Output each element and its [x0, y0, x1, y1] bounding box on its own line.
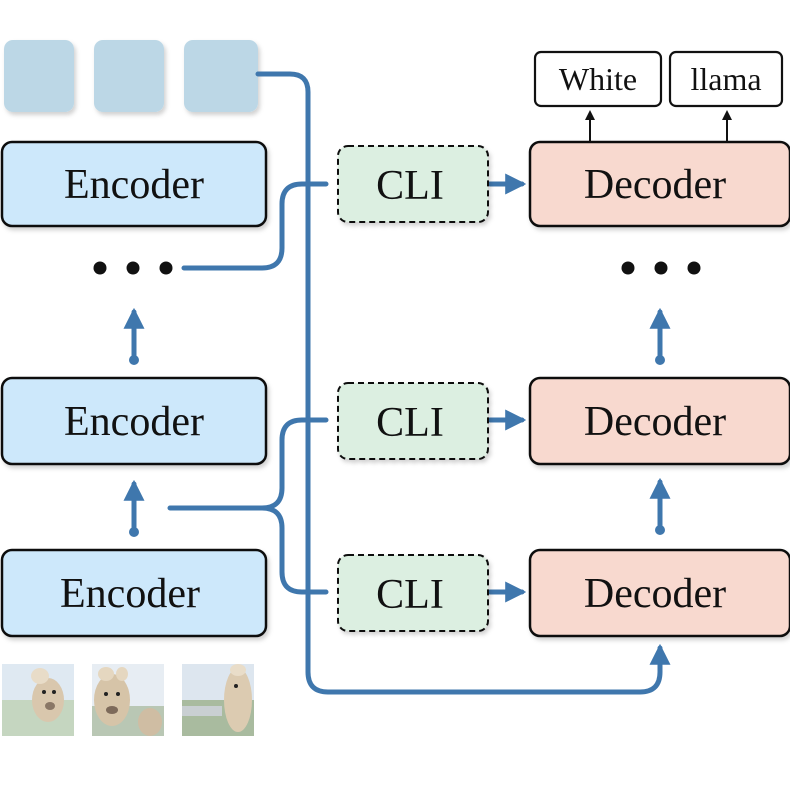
- cli-label: CLI: [376, 400, 444, 446]
- decoder-label: Decoder: [584, 162, 726, 208]
- decoder-label: Decoder: [584, 399, 726, 445]
- image-patch: [92, 664, 164, 736]
- encoder-label: Encoder: [64, 399, 204, 445]
- encoder-block-middle: Encoder: [0, 376, 268, 466]
- connectors: [123, 71, 671, 695]
- arrow-tail-dots: [129, 355, 665, 537]
- cli-module-bottom: CLI: [337, 554, 489, 632]
- input-image-patches: [2, 664, 254, 736]
- decoder-block-top: Decoder: [528, 140, 790, 228]
- cli-module-middle: CLI: [337, 382, 489, 460]
- encoder-block-top: Encoder: [0, 140, 268, 228]
- token-to-decoder-path: [255, 71, 671, 695]
- output-token-label: White: [559, 61, 637, 97]
- encoder-block-bottom: Encoder: [0, 548, 268, 638]
- encoder-label: Encoder: [60, 571, 200, 617]
- encoder-ellipsis: [93, 261, 173, 275]
- visual-tokens: [4, 40, 258, 112]
- visual-token: [184, 40, 258, 112]
- encoder-top-to-cli-path: [181, 181, 329, 271]
- image-patch: [2, 664, 74, 736]
- cli-label: CLI: [376, 572, 444, 618]
- encoder-bottom-to-cli-path: [259, 505, 329, 595]
- output-token-white: White: [533, 50, 663, 108]
- decoder-block-middle: Decoder: [528, 376, 790, 466]
- decoder-block-bottom: Decoder: [528, 548, 790, 638]
- output-arrows: [585, 110, 732, 142]
- cli-module-top: CLI: [337, 145, 489, 223]
- image-patch: [182, 664, 254, 736]
- output-token-llama: llama: [668, 50, 784, 108]
- decoder-ellipsis: [621, 261, 701, 275]
- encoder-label: Encoder: [64, 162, 204, 208]
- output-token-label: llama: [690, 61, 761, 97]
- cli-label: CLI: [376, 163, 444, 209]
- visual-token: [4, 40, 74, 112]
- visual-token: [94, 40, 164, 112]
- decoder-label: Decoder: [584, 571, 726, 617]
